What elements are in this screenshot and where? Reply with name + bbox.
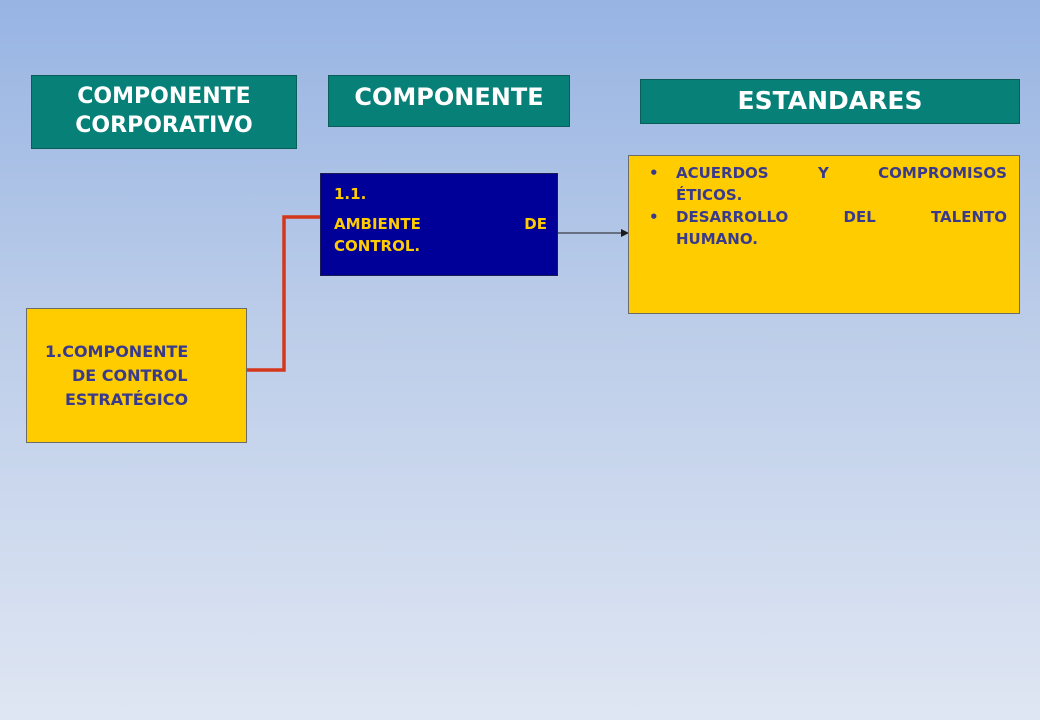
header-componente: COMPONENTE [328,75,570,127]
component-line-3: ESTRATÉGICO [65,390,189,409]
subcomponent-word-ambiente: AMBIENTE [334,215,421,233]
standard-1-word-1: ACUERDOS [676,164,769,182]
component-line-2: DE CONTROL [72,366,188,385]
standard-1-line-2: ÉTICOS. [676,186,743,204]
header-componente-corporativo: COMPONENTE CORPORATIVO [31,75,297,149]
componente-control-estrategico-box: 1.COMPONENTE DE CONTROL ESTRATÉGICO [26,308,247,443]
subcomponent-number: 1.1. [334,185,367,203]
elbow-connector [247,215,320,372]
subcomponent-word-control: CONTROL. [334,237,421,255]
subcomponent-word-de: DE [524,215,547,233]
header-componente-label: COMPONENTE [354,83,544,111]
standard-2-line-2: HUMANO. [676,230,758,248]
standard-2-word-2: DEL [843,208,876,226]
component-line-1: 1.COMPONENTE [45,342,189,361]
header-corporativo-line2: CORPORATIVO [75,113,253,138]
standard-1-word-2: Y [817,164,829,182]
standard-2-word-3: TALENTO [930,208,1007,226]
standard-item: ACUERDOS Y COMPROMISOS ÉTICOS. [649,162,1007,206]
standard-2-word-1: DESARROLLO [676,208,789,226]
standard-item: DESARROLLO DEL TALENTO HUMANO. [649,206,1007,250]
standard-1-word-3: COMPROMISOS [878,164,1007,182]
estandares-box: ACUERDOS Y COMPROMISOS ÉTICOS. DESARROLL… [628,155,1020,314]
ambiente-de-control-box: 1.1. AMBIENTE DE CONTROL. [320,173,558,276]
header-corporativo-line1: COMPONENTE [77,84,251,110]
header-estandares-label: ESTANDARES [737,86,923,116]
standards-list: ACUERDOS Y COMPROMISOS ÉTICOS. DESARROLL… [649,162,1007,250]
header-estandares: ESTANDARES [640,79,1020,124]
